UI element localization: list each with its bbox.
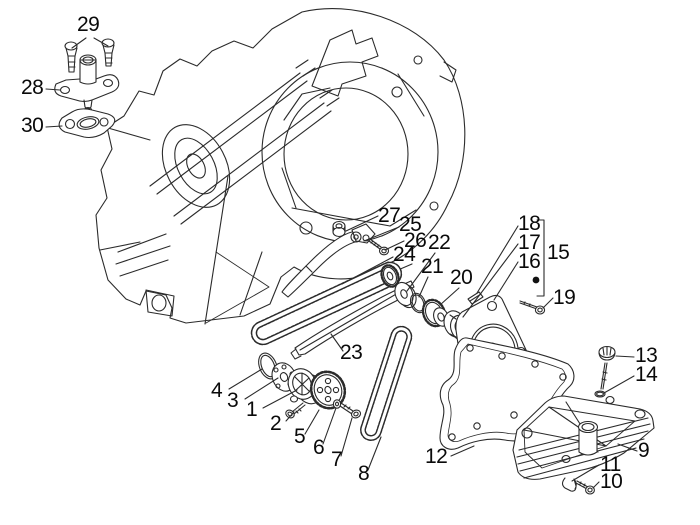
part-label-23: 23 [340,341,363,364]
leader-lines [45,37,638,489]
mounting-bolts-29 [64,38,115,73]
part-label-16: 16 [518,250,541,273]
dipstick-o-ring-14 [594,390,606,398]
drive-sprocket-20 [421,298,449,328]
part-label-14: 14 [635,363,658,386]
part-label-12: 12 [425,445,448,468]
dipstick-13 [598,345,616,390]
part-label-21: 21 [421,255,444,278]
mount-gasket-30 [58,108,116,139]
part-label-30: 30 [21,114,44,137]
crankcase-drawing [95,8,466,325]
part-label-22: 22 [428,231,451,254]
pump-bolt-2 [285,402,306,419]
sprocket-washer-6 [332,399,342,409]
part-label-3: 3 [227,389,239,412]
sump-bolt-10 [575,480,595,495]
cover-bolt-19 [519,300,546,315]
part-label-13: 13 [635,344,658,367]
part-label-10: 10 [600,470,623,493]
oil-sump-9 [512,395,655,480]
pointer-wedge [205,251,270,324]
o-ring-21 [409,292,427,314]
part-label-5: 5 [294,425,306,448]
part-label-1: 1 [246,398,258,421]
part-label-27: 27 [378,204,401,227]
part-label-2: 2 [270,412,282,435]
oil-pump-chain-8 [360,325,413,441]
part-label-11: 11 [600,453,621,476]
tensioner-pivot-bushing-27 [332,220,346,238]
part-label-20: 20 [450,266,473,289]
tensioner-slipper-25 [281,223,376,298]
part-label-8: 8 [358,462,370,485]
part-label-26: 26 [404,229,427,252]
part-label-9: 9 [638,439,650,462]
group-bracket-15 [532,219,545,297]
pump-sprocket-5 [309,370,347,410]
chain-tensioner-mount-28 [54,54,120,114]
part-label-28: 28 [21,76,44,99]
sprocket-bolt-7 [339,402,362,419]
cam-chain-24 [250,261,403,346]
part-label-7: 7 [331,448,343,471]
part-label-19: 19 [553,286,576,309]
part-label-25: 25 [399,213,422,236]
part-label-29: 29 [77,13,100,36]
part-label-24: 24 [393,243,416,266]
part-label-17: 17 [518,231,541,254]
part-label-15: 15 [547,241,570,264]
part-label-6: 6 [313,436,325,459]
part-label-18: 18 [518,212,541,235]
part-label-4: 4 [211,379,223,402]
